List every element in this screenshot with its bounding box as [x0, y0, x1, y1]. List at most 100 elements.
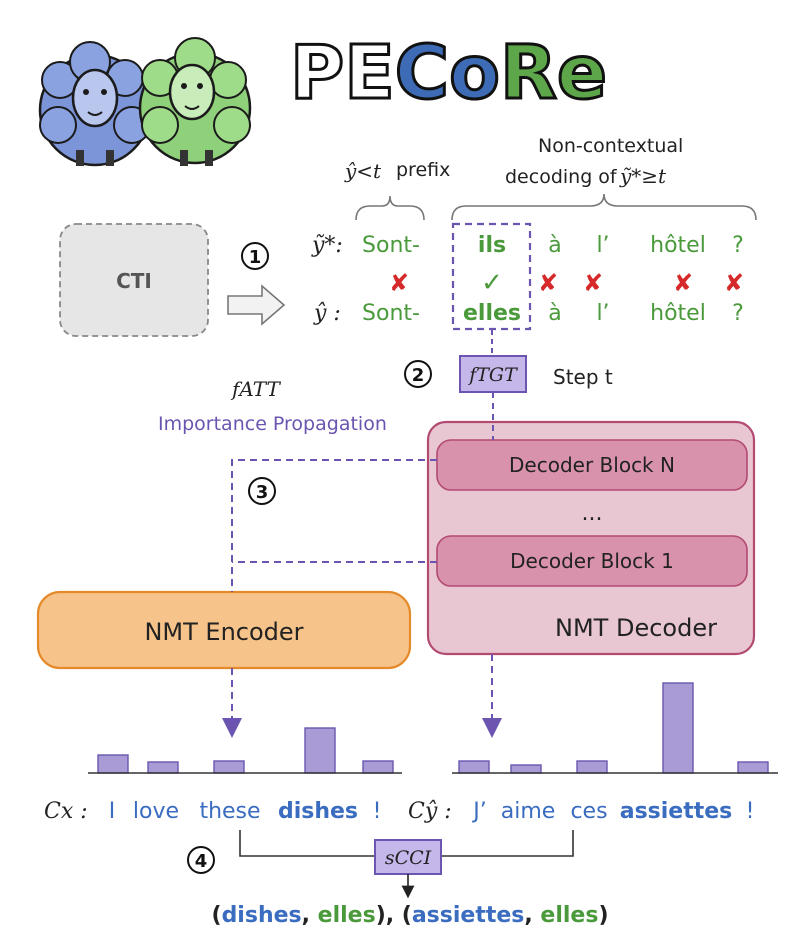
cross-icon: ✘	[538, 269, 558, 297]
y-hat-token: à	[548, 301, 561, 326]
cross-icon: ✘	[389, 269, 409, 297]
y-tilde-label: ỹ*:	[311, 233, 343, 258]
result-word-4: elles	[540, 903, 598, 928]
result-word-2: elles	[318, 903, 376, 928]
y-hat-row: Sont-elles à l’ hôtel?	[362, 301, 744, 326]
step-2-badge: 2	[404, 360, 432, 388]
source-tokens-token: I	[109, 799, 116, 824]
decoder-dots: ...	[582, 501, 603, 526]
decoder-block-n	[436, 439, 748, 491]
blue-sheep-icon	[38, 41, 152, 167]
cci-result: (dishes, elles), (assiettes, elles)	[212, 903, 609, 928]
y-tilde-token: hôtel	[650, 233, 706, 258]
noncontext-line1: Non-contextual	[538, 135, 683, 157]
decoder-block-1-label: Decoder Block 1	[510, 549, 674, 573]
attribution-bar	[458, 760, 490, 774]
step-3-label: 3	[256, 482, 269, 503]
prefix-word-label: prefix	[396, 159, 450, 181]
cross-icon: ✘	[724, 269, 744, 297]
target-tokens-token: assiettes	[620, 799, 733, 824]
nmt-encoder-label: NMT Encoder	[144, 618, 303, 646]
decoder-block-n-label: Decoder Block N	[509, 453, 675, 477]
y-hat-token: hôtel	[650, 301, 706, 326]
attribution-bar	[510, 764, 542, 774]
source-tokens-token: these	[199, 799, 260, 824]
result-comma-1: ,	[302, 903, 318, 928]
s-cci-label: sCCI	[385, 847, 432, 869]
step-1-label: 1	[249, 247, 262, 268]
attribution-bar	[737, 761, 769, 774]
page-title: PECoRe	[290, 30, 607, 116]
source-tokens-token: !	[373, 799, 382, 824]
target-attribution-bars	[458, 682, 769, 774]
y-hat-token: ?	[732, 301, 744, 326]
target-tokens-token: ces	[570, 799, 607, 824]
y-tilde-token: à	[548, 233, 561, 258]
importance-propagation-label: Importance Propagation	[158, 413, 387, 435]
title-pe: PE	[290, 30, 395, 116]
attribution-bar	[213, 760, 245, 774]
noncontext-math: ỹ*≥t	[619, 164, 667, 188]
check-icon: ✓	[481, 268, 503, 298]
attribution-bar	[147, 761, 179, 774]
step-1-badge: 1	[241, 242, 269, 270]
noncontext-brace	[451, 193, 757, 221]
attribution-bar	[576, 760, 608, 774]
step-t-label: Step t	[553, 365, 613, 389]
attribution-bar	[97, 754, 129, 774]
result-paren-3: )	[598, 903, 608, 928]
y-tilde-token: ils	[478, 233, 506, 258]
y-hat-token: elles	[463, 301, 521, 326]
y-tilde-token: Sont-	[362, 233, 420, 258]
source-tokens-token: dishes	[278, 799, 358, 824]
importance-propagation-paths	[222, 459, 502, 738]
cross-icon: ✘	[673, 269, 693, 297]
target-tokens-token: J’	[471, 799, 486, 824]
f-tgt-box	[459, 355, 527, 393]
target-tokens-token: !	[746, 799, 755, 824]
cti-arrow-icon	[227, 284, 286, 326]
nmt-encoder-box	[36, 590, 412, 670]
f-tgt-label: fTGT	[467, 364, 518, 386]
y-hat-label: ŷ :	[313, 301, 341, 326]
step-4-label: 4	[195, 851, 208, 872]
y-hat-token: l’	[596, 301, 609, 326]
y-hat-token: Sont-	[362, 301, 420, 326]
noncontext-line2: decoding of	[505, 166, 618, 188]
attribution-bar	[362, 760, 394, 774]
contrastive-token-highlight	[451, 222, 532, 331]
y-tilde-token: ?	[732, 233, 744, 258]
attribution-bar	[662, 682, 694, 774]
source-tokens-token: love	[133, 799, 179, 824]
result-comma-2: ,	[524, 903, 540, 928]
nmt-decoder-label: NMT Decoder	[555, 614, 717, 642]
sheep-logo-icon	[38, 37, 252, 167]
prefix-math-label: ŷ<t	[344, 159, 382, 183]
f-att-label: fATT	[230, 377, 281, 401]
prefix-brace	[355, 195, 425, 221]
cy-label: Cŷ :	[408, 799, 452, 824]
result-word-1: dishes	[222, 903, 302, 928]
y-tilde-row: Sont-ils à l’ hôtel?	[362, 233, 744, 258]
cx-label: Cx :	[44, 799, 88, 824]
step-2-label: 2	[412, 365, 425, 386]
cti-label: CTI	[116, 269, 152, 293]
attribution-bar	[304, 727, 336, 774]
green-sheep-icon	[138, 37, 252, 166]
title-re: Re	[500, 30, 607, 116]
y-tilde-token: l’	[596, 233, 609, 258]
step-4-badge: 4	[187, 846, 215, 874]
result-word-3: assiettes	[412, 903, 525, 928]
cross-icon: ✘	[583, 269, 603, 297]
target-tokens-token: aime	[501, 799, 556, 824]
cti-box	[59, 223, 209, 337]
match-marks-row: ✘ ✓ ✘ ✘ ✘ ✘	[389, 268, 744, 298]
result-paren-1: (	[212, 903, 222, 928]
step-3-badge: 3	[248, 477, 276, 505]
title-co: Co	[395, 30, 500, 116]
result-paren-2: ), (	[376, 903, 412, 928]
source-attribution-bars	[97, 727, 394, 774]
